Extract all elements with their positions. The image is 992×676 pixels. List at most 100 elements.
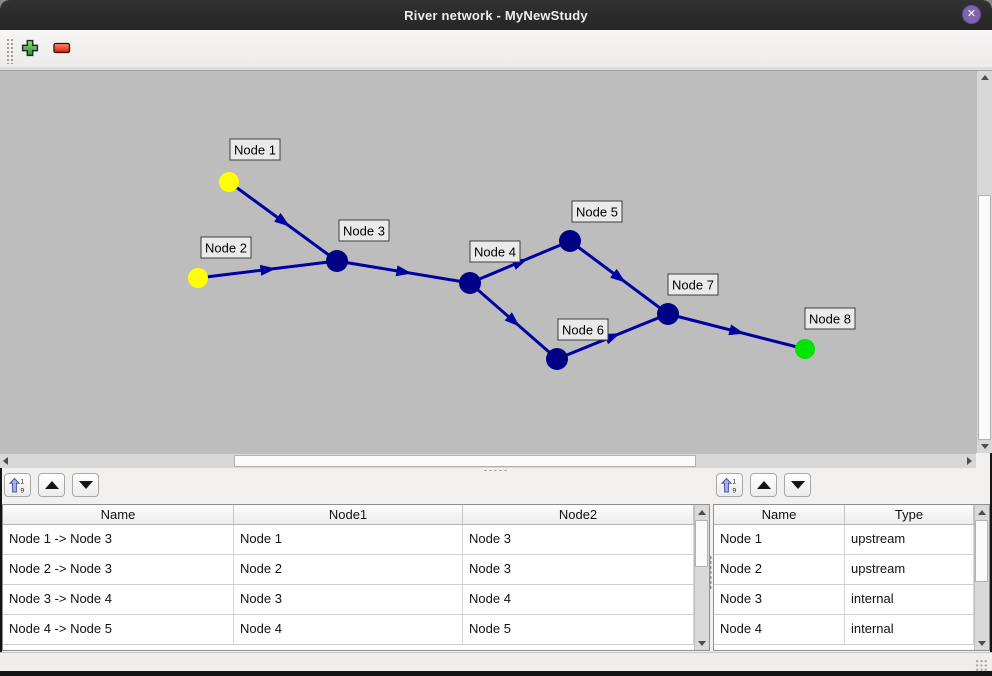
node-circle-node-4[interactable]	[459, 272, 481, 294]
node-circle-node-6[interactable]	[546, 348, 568, 370]
vertical-splitter-handle[interactable]	[709, 555, 712, 589]
svg-text:9: 9	[733, 487, 737, 494]
edge-arrow-icon	[504, 312, 520, 327]
table-cell[interactable]: Node 3	[234, 585, 463, 615]
nodes-move-up-button[interactable]	[750, 473, 777, 497]
svg-text:Node 8: Node 8	[809, 312, 851, 327]
node-label-node-7: Node 7	[667, 273, 719, 296]
toolbar-drag-handle[interactable]	[6, 38, 14, 64]
green-plus-icon	[21, 39, 39, 57]
edge-arrow-icon	[728, 324, 745, 336]
table-cell[interactable]: Node 5	[463, 615, 694, 645]
scroll-down-arrow-icon[interactable]	[695, 636, 709, 650]
resize-grip[interactable]	[975, 659, 988, 672]
scroll-thumb[interactable]	[975, 520, 988, 582]
branches-move-down-button[interactable]	[72, 473, 99, 497]
add-button[interactable]	[21, 39, 39, 57]
table-cell[interactable]: Node 2 -> Node 3	[3, 555, 234, 585]
status-bar	[0, 652, 992, 672]
table-cell[interactable]: Node 4	[463, 585, 694, 615]
svg-text:Node 1: Node 1	[234, 143, 276, 158]
scroll-up-arrow-icon[interactable]	[977, 71, 992, 84]
canvas-horizontal-scrollbar[interactable]	[0, 453, 976, 468]
svg-text:Node 3: Node 3	[343, 224, 385, 239]
table-cell[interactable]: Node 4 -> Node 5	[3, 615, 234, 645]
canvas-vertical-scrollbar[interactable]	[976, 71, 992, 453]
title-bar[interactable]: River network - MyNewStudy ✕	[0, 0, 992, 30]
column-header-name[interactable]: Name	[3, 505, 234, 524]
node-circle-node-2[interactable]	[188, 268, 208, 288]
node-circle-node-7[interactable]	[657, 303, 679, 325]
branches-table-scrollbar[interactable]	[694, 505, 709, 650]
table-cell[interactable]: internal	[845, 585, 974, 615]
scroll-right-arrow-icon[interactable]	[964, 454, 975, 468]
table-cell[interactable]: Node 3	[463, 555, 694, 585]
branches-table-header: Name Node1 Node2	[3, 505, 709, 525]
node-circle-node-1[interactable]	[219, 172, 239, 192]
svg-text:Node 4: Node 4	[474, 245, 516, 260]
node-label-node-3: Node 3	[338, 219, 390, 242]
table-cell[interactable]: Node 1	[714, 525, 845, 555]
scroll-down-arrow-icon[interactable]	[975, 636, 989, 650]
edge-arrow-icon	[395, 265, 412, 277]
edge-arrow-icon	[259, 264, 276, 276]
scroll-left-arrow-icon[interactable]	[0, 454, 11, 468]
close-icon: ✕	[966, 8, 977, 20]
scroll-thumb[interactable]	[695, 520, 708, 567]
edge-arrow-icon	[610, 268, 626, 283]
table-cell[interactable]: Node 3	[714, 585, 845, 615]
node-circle-node-5[interactable]	[559, 230, 581, 252]
edge-arrow-icon	[274, 212, 290, 227]
node-label-node-6: Node 6	[557, 318, 609, 341]
scroll-up-arrow-icon[interactable]	[695, 505, 709, 519]
table-cell[interactable]: Node 2	[234, 555, 463, 585]
table-cell[interactable]: Node 3	[463, 525, 694, 555]
nodes-move-down-button[interactable]	[784, 473, 811, 497]
table-cell[interactable]: upstream	[845, 525, 974, 555]
remove-button[interactable]	[53, 42, 71, 54]
table-cell[interactable]: Node 1	[234, 525, 463, 555]
close-button[interactable]: ✕	[962, 5, 981, 24]
nodes-table-header: Name Type	[714, 505, 989, 525]
branches-move-up-button[interactable]	[38, 473, 65, 497]
nodes-table-scrollbar[interactable]	[974, 505, 989, 650]
vertical-scroll-thumb[interactable]	[978, 195, 991, 440]
down-arrow-icon	[78, 481, 93, 489]
table-cell[interactable]: Node 4	[234, 615, 463, 645]
table-cell[interactable]: internal	[845, 615, 974, 645]
branches-sort-button[interactable]: 1 9	[4, 473, 31, 497]
table-cell[interactable]: Node 1 -> Node 3	[3, 525, 234, 555]
table-cell[interactable]: Node 4	[714, 615, 845, 645]
node-circle-node-8[interactable]	[795, 339, 815, 359]
nodes-sort-button[interactable]: 1 9	[716, 473, 743, 497]
column-header-name[interactable]: Name	[714, 505, 845, 524]
scroll-up-arrow-icon[interactable]	[975, 505, 989, 519]
up-arrow-icon	[44, 481, 59, 489]
column-header-node2[interactable]: Node2	[463, 505, 694, 524]
horizontal-splitter-handle[interactable]	[483, 469, 509, 472]
column-header-node1[interactable]: Node1	[234, 505, 463, 524]
column-header-type[interactable]: Type	[845, 505, 974, 524]
svg-text:Node 6: Node 6	[562, 323, 604, 338]
table-cell[interactable]: Node 2	[714, 555, 845, 585]
node-label-node-4: Node 4	[469, 240, 521, 263]
svg-text:Node 5: Node 5	[576, 205, 618, 220]
horizontal-scroll-thumb[interactable]	[234, 455, 696, 467]
svg-text:Node 7: Node 7	[672, 278, 714, 293]
scroll-down-arrow-icon[interactable]	[977, 440, 992, 453]
table-cell[interactable]: upstream	[845, 555, 974, 585]
table-cell[interactable]: Node 3 -> Node 4	[3, 585, 234, 615]
node-circle-node-3[interactable]	[326, 250, 348, 272]
